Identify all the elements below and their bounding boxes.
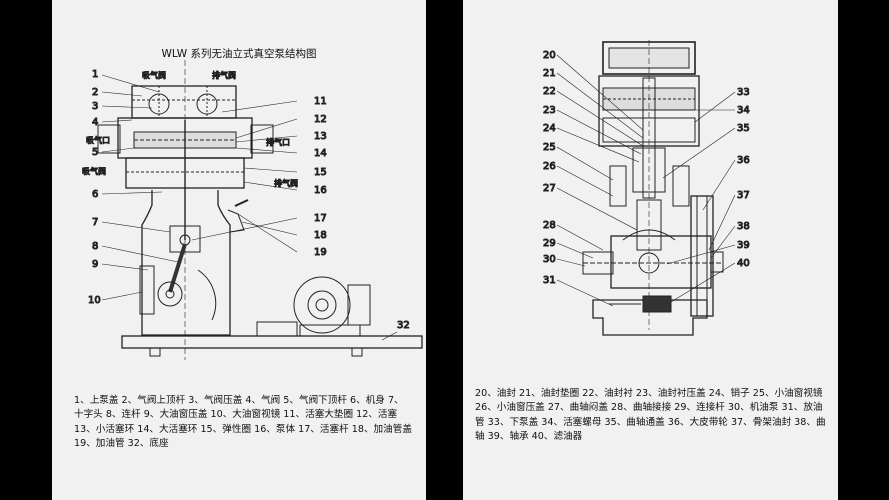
base-right (592, 299, 708, 336)
intake-port-flange (97, 124, 121, 154)
base (121, 335, 423, 349)
part-number: 7 (92, 217, 98, 228)
part-number: 10 (88, 295, 101, 306)
part-number: 39 (737, 240, 750, 251)
part-number: 37 (737, 190, 750, 201)
part-number: 12 (314, 114, 327, 125)
part-number: 2 (92, 87, 98, 98)
small-oil-window (609, 165, 627, 207)
part-number: 29 (543, 238, 556, 249)
part-number: 36 (737, 155, 750, 166)
left-diagram-panel: WLW 系列无油立式真空泵结构图 (52, 0, 426, 500)
part-number: 8 (92, 241, 98, 252)
label-exhaust-port: 排气口 (266, 137, 290, 147)
part-number: 23 (543, 105, 556, 116)
crosshead (169, 225, 201, 253)
part-number: 11 (314, 96, 327, 107)
label-exhaust-valve-side: 排气阀 (274, 178, 298, 188)
part-number: 6 (92, 189, 98, 200)
label-intake-port: 吸气口 (86, 135, 110, 145)
part-number: 5 (92, 147, 98, 158)
right-pump-drawing: 20 21 22 23 24 25 26 27 28 29 30 31 33 3… (543, 40, 750, 336)
part-number: 26 (543, 161, 556, 172)
part-number: 24 (543, 123, 556, 134)
part-number: 4 (92, 117, 98, 128)
part-number: 18 (314, 230, 327, 241)
diagram-title: WLW 系列无油立式真空泵结构图 (161, 48, 317, 60)
leader-lines-left (101, 74, 398, 341)
crankshaft (638, 252, 660, 274)
part-number: 25 (543, 142, 556, 153)
label-intake-valve-top: 吸气阀 (142, 70, 166, 80)
label-intake-valve-side: 吸气阀 (82, 166, 106, 176)
part-number: 32 (397, 320, 410, 331)
part-number: 9 (92, 259, 98, 270)
part-number: 20 (543, 50, 556, 61)
right-parts-caption: 20、油封 21、油封垫圈 22、油封衬 23、油封衬压盖 24、销子 25、小… (475, 388, 826, 443)
right-diagram-panel: 20 21 22 23 24 25 26 27 28 29 30 31 33 3… (463, 0, 838, 500)
part-number: 33 (737, 87, 750, 98)
large-pulley (690, 195, 714, 317)
connecting-rod (168, 243, 187, 293)
part-number: 28 (543, 220, 556, 231)
left-parts-caption: 1、上泵盖 2、气阀上顶杆 3、气阀压盖 4、气阀 5、气阀下顶杆 6、机身 7… (74, 395, 412, 450)
part-number: 38 (737, 221, 750, 232)
left-pump-drawing: 1 2 3 4 5 6 7 8 9 10 11 12 13 14 15 16 1… (82, 60, 423, 360)
oil-seal-housing (632, 147, 666, 193)
part-number: 19 (314, 247, 327, 258)
part-number: 17 (314, 213, 327, 224)
upper-cover (131, 85, 237, 119)
exhaust-port-flange (250, 124, 274, 154)
part-number: 21 (543, 68, 556, 79)
part-number: 15 (314, 167, 327, 178)
label-exhaust-valve-top: 排气阀 (212, 70, 236, 80)
leader-lines-right (556, 54, 736, 307)
crank (157, 281, 183, 307)
oil-filter (642, 295, 672, 313)
part-number: 31 (543, 275, 556, 286)
part-number: 22 (543, 86, 556, 97)
part-number: 34 (737, 105, 750, 116)
oil-fill-pipe (227, 209, 245, 233)
part-number: 1 (92, 69, 98, 80)
connecting-rod-right (636, 199, 662, 251)
part-number: 40 (737, 258, 750, 269)
frame-body (141, 190, 231, 336)
part-number: 3 (92, 101, 98, 112)
part-number: 16 (314, 185, 327, 196)
part-number: 35 (737, 123, 750, 134)
part-number: 14 (314, 148, 327, 159)
motor (293, 276, 351, 334)
oil-window (139, 265, 155, 315)
part-number: 27 (543, 183, 556, 194)
part-number: 30 (543, 254, 556, 265)
part-number: 13 (314, 131, 327, 142)
